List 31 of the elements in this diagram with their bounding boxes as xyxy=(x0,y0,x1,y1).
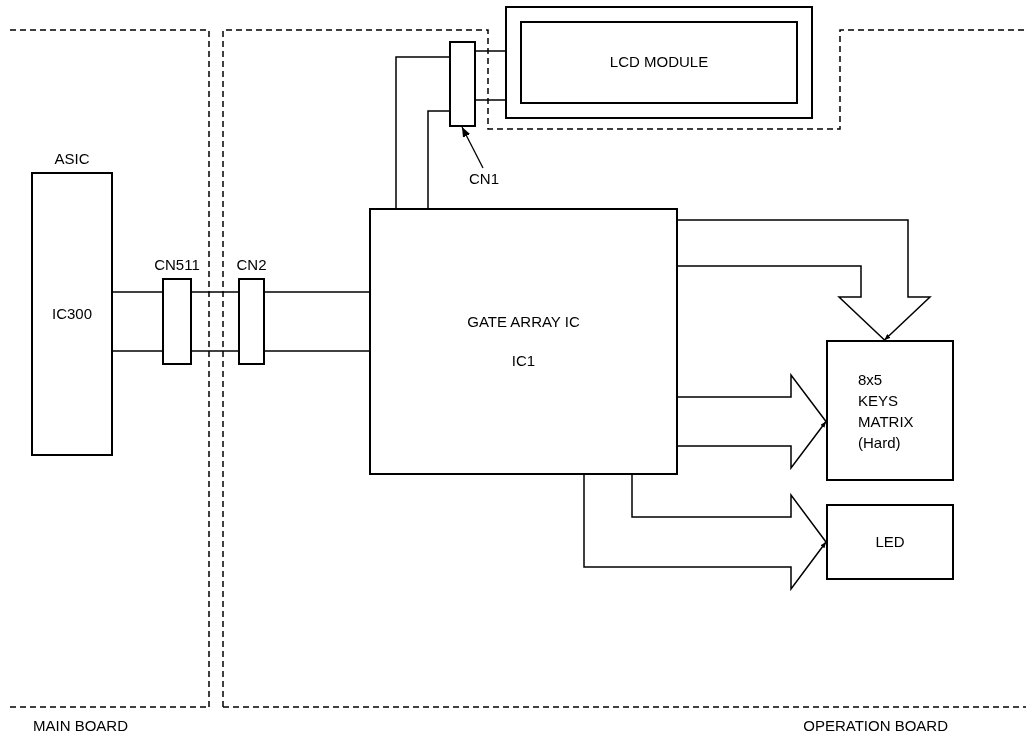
bus-arrow xyxy=(677,219,932,341)
component-label: CN511 xyxy=(154,255,200,275)
connector-label: CN1 xyxy=(469,168,499,189)
signal-line xyxy=(112,291,163,293)
board-label: OPERATION BOARD xyxy=(803,717,948,734)
chip-label: IC300 xyxy=(52,303,92,324)
signal-line xyxy=(112,350,163,352)
lcd-module-box xyxy=(505,6,813,119)
block-label: 8x5 KEYS MATRIX (Hard) xyxy=(858,369,915,453)
block-label: LED xyxy=(875,531,905,552)
signal-line xyxy=(264,350,370,352)
signal-line xyxy=(475,50,506,52)
signal-line xyxy=(475,99,506,101)
block-box xyxy=(826,340,954,481)
block-box xyxy=(369,208,678,475)
block-label: GATE ARRAY IC xyxy=(467,312,580,332)
component-label: ASIC xyxy=(54,149,90,169)
component-label: CN2 xyxy=(236,255,267,275)
connector-box xyxy=(449,41,476,127)
module-label: LCD MODULE xyxy=(609,52,709,73)
block-box xyxy=(826,504,954,580)
bus-arrow xyxy=(583,474,827,592)
signal-line xyxy=(264,291,370,293)
signal-line xyxy=(395,56,450,209)
signal-line xyxy=(191,291,239,293)
board-label: MAIN BOARD xyxy=(33,717,128,734)
block-label: IC1 xyxy=(511,350,536,371)
signal-line xyxy=(191,350,239,352)
bus-arrow xyxy=(677,372,827,471)
leader-line xyxy=(461,126,484,169)
signal-line xyxy=(427,110,450,209)
